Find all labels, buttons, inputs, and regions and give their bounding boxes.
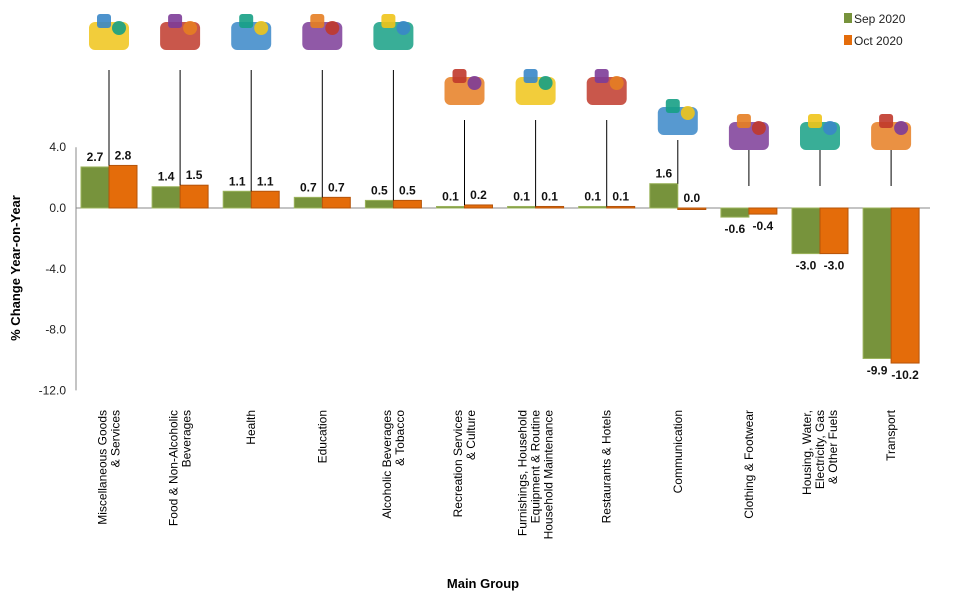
category-label: Communication — [671, 410, 685, 493]
category-label: Miscellaneous Goods — [96, 410, 110, 525]
data-label: 1.6 — [655, 167, 672, 181]
data-label: -10.2 — [891, 368, 919, 382]
data-label: 2.8 — [115, 148, 132, 162]
food-basket-icon — [160, 14, 201, 50]
bar-oct-2020 — [464, 204, 493, 209]
data-label: 0.2 — [470, 188, 487, 202]
recreation-icon — [444, 69, 485, 105]
legend-swatch-oct-2020 — [844, 35, 852, 45]
bottles-icon — [373, 14, 414, 50]
bar-oct-2020 — [748, 207, 778, 215]
data-label: 0.1 — [513, 189, 530, 203]
bar-oct-2020 — [535, 205, 565, 209]
housing-utilities-icon — [800, 114, 840, 150]
data-label: -3.0 — [824, 259, 845, 273]
hospital-icon — [231, 14, 272, 50]
data-label: 0.5 — [399, 183, 416, 197]
bar-sep-2020 — [791, 207, 821, 255]
data-label: 0.7 — [328, 180, 345, 194]
data-label: 0.5 — [371, 183, 388, 197]
transport-icon — [871, 114, 912, 150]
category-label: Restaurants & Hotels — [600, 410, 614, 523]
phone-icon — [657, 99, 698, 135]
data-label: 0.1 — [612, 189, 629, 203]
category-label: Electricity, Gas — [813, 410, 827, 489]
legend-label-sep-2020: Sep 2020 — [854, 12, 906, 26]
bar-oct-2020 — [606, 205, 636, 209]
data-label: -0.4 — [753, 219, 774, 233]
legend-label-oct-2020: Oct 2020 — [854, 34, 903, 48]
data-label: -9.9 — [867, 363, 888, 377]
y-tick-label: -8.0 — [45, 323, 66, 337]
legend-swatch-sep-2020 — [844, 13, 852, 23]
y-tick-label: -12.0 — [39, 383, 67, 397]
category-label: Furnishings, Household — [516, 410, 530, 536]
bar-oct-2020 — [321, 196, 351, 209]
category-label: & Other Fuels — [826, 410, 840, 484]
bar-sep-2020 — [222, 190, 252, 209]
y-tick-label: -4.0 — [45, 262, 66, 276]
legend: Sep 2020 Oct 2020 — [844, 12, 906, 48]
clothing-icon — [728, 114, 769, 150]
bar-oct-2020 — [819, 207, 849, 255]
data-label: -3.0 — [796, 259, 817, 273]
category-label: Health — [244, 410, 258, 445]
data-label: 1.4 — [158, 170, 175, 184]
data-label: 0.1 — [584, 189, 601, 203]
data-label: 0.0 — [683, 191, 700, 205]
category-label: Food & Non-Alcoholic — [167, 410, 181, 526]
category-label: Education — [315, 410, 329, 463]
y-axis-title: % Change Year-on-Year — [8, 195, 23, 341]
data-label: 0.7 — [300, 180, 317, 194]
category-label: Beverages — [180, 410, 194, 467]
bar-oct-2020 — [890, 207, 920, 364]
data-label: 0.1 — [541, 189, 558, 203]
category-label: & Tobacco — [393, 410, 407, 466]
category-label: Recreation Services — [451, 410, 465, 517]
data-label: 1.1 — [257, 174, 274, 188]
bar-oct-2020 — [677, 207, 707, 210]
category-label: & Culture — [464, 410, 478, 460]
y-tick-label: 4.0 — [49, 140, 66, 154]
bar-sep-2020 — [151, 186, 181, 209]
bar-sep-2020 — [507, 205, 537, 209]
category-label: Household Maintenance — [542, 410, 556, 540]
bar-oct-2020 — [179, 184, 209, 209]
category-label: Alcoholic Beverages — [380, 410, 394, 519]
bar-sep-2020 — [293, 196, 323, 209]
category-label: Transport — [884, 409, 898, 461]
category-label: Equipment & Routine — [529, 410, 543, 524]
misc-goods-icon — [89, 14, 129, 50]
bar-sep-2020 — [862, 207, 892, 359]
category-label: Clothing & Footwear — [742, 410, 756, 519]
bar-oct-2020 — [108, 164, 138, 209]
x-axis-title: Main Group — [447, 576, 519, 591]
data-label: 1.5 — [186, 168, 203, 182]
data-label: 2.7 — [87, 150, 104, 164]
data-label: 1.1 — [229, 174, 246, 188]
furniture-icon — [515, 69, 556, 105]
bar-sep-2020 — [649, 183, 679, 209]
bar-sep-2020 — [436, 205, 465, 209]
bar-sep-2020 — [364, 199, 394, 209]
restaurant-building-icon — [586, 69, 627, 105]
y-tick-label: 0.0 — [49, 201, 66, 215]
data-label: -0.6 — [725, 222, 746, 236]
bar-sep-2020 — [80, 166, 110, 209]
category-label: & Services — [109, 410, 123, 467]
bar-oct-2020 — [392, 199, 422, 209]
bar-oct-2020 — [250, 190, 280, 209]
bar-sep-2020 — [720, 207, 750, 218]
graduation-books-icon — [302, 14, 343, 50]
data-label: 0.1 — [442, 189, 459, 203]
category-label: Housing, Water, — [800, 410, 814, 495]
bar-sep-2020 — [578, 205, 608, 209]
